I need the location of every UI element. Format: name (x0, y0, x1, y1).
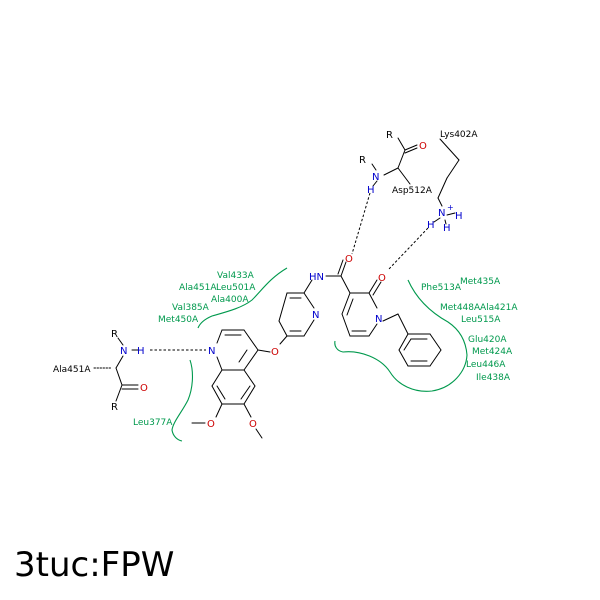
ala451-n-label: N (120, 346, 127, 357)
right-pyridone-n-label: N (375, 314, 382, 325)
contact-label-ala421: Ala421A (480, 303, 518, 313)
contact-label-met448: Met448A (440, 303, 481, 313)
contact-arc-phe513 (334, 279, 468, 392)
contact-arc-val433 (197, 267, 288, 329)
methoxy1-o-label: O (207, 419, 215, 430)
ala451-r-bottom-label: R (111, 402, 118, 413)
lys402-n-label: N (438, 208, 445, 219)
methoxy2-o-label: O (249, 419, 257, 430)
hbond-lys402-pyridone-o (387, 227, 429, 271)
lys402-h-left-label: H (427, 220, 435, 231)
ether-o-label: O (271, 347, 279, 358)
contact-label-leu515: Leu515A (461, 315, 501, 325)
pyridone-o-label: O (378, 273, 386, 284)
amide-o-label: O (345, 254, 353, 265)
contact-label-ala451: Ala451A (179, 283, 217, 293)
asp512-h-label: H (367, 185, 375, 196)
ala451-residue-label: Ala451A (53, 365, 91, 375)
contact-label-val433: Val433A (217, 271, 255, 281)
asp512-n-label: N (372, 172, 379, 183)
asp512-r-left-label: R (359, 155, 366, 166)
contact-label-leu501: Leu501A (216, 283, 256, 293)
ala451-h-label: H (137, 346, 145, 357)
contact-label-ile438: Ile438A (476, 373, 511, 383)
asp512-o-label: O (419, 141, 427, 152)
amide-nh-label: HN (309, 272, 324, 283)
contact-label-leu377: Leu377A (133, 418, 173, 428)
contact-label-leu446: Leu446A (466, 360, 506, 370)
contact-label-met435: Met435A (460, 277, 501, 287)
ligand-bonds (191, 259, 442, 439)
asp512-residue-bonds (371, 137, 418, 187)
structure-caption: 3tuc:FPW (14, 545, 175, 585)
hbond-asp512-amide-o (351, 192, 371, 255)
quinoline-n-label: N (208, 346, 215, 357)
contact-label-met450: Met450A (158, 315, 199, 325)
contact-arc-leu377 (171, 359, 193, 442)
lys402-charge-label: + (447, 203, 454, 212)
left-pyridine-n-label: N (312, 310, 319, 321)
asp512-residue-label: Asp512A (392, 186, 433, 196)
ala451-r-top-label: R (111, 329, 118, 340)
contact-label-glu420: Glu420A (468, 335, 507, 345)
ala451-residue-bonds (93, 337, 139, 402)
contact-label-met424: Met424A (472, 347, 513, 357)
ala451-o-label: O (140, 383, 148, 394)
lys402-h-bottom-label: H (443, 223, 451, 234)
lys402-residue-label: Lys402A (440, 130, 478, 140)
contact-label-phe513: Phe513A (421, 283, 462, 293)
lys402-h-right-label: H (455, 211, 463, 222)
contact-label-val385: Val385A (172, 303, 210, 313)
asp512-r-top-label: R (386, 130, 393, 141)
lys402-residue-bonds (433, 138, 460, 225)
contact-label-ala400: Ala400A (211, 295, 249, 305)
